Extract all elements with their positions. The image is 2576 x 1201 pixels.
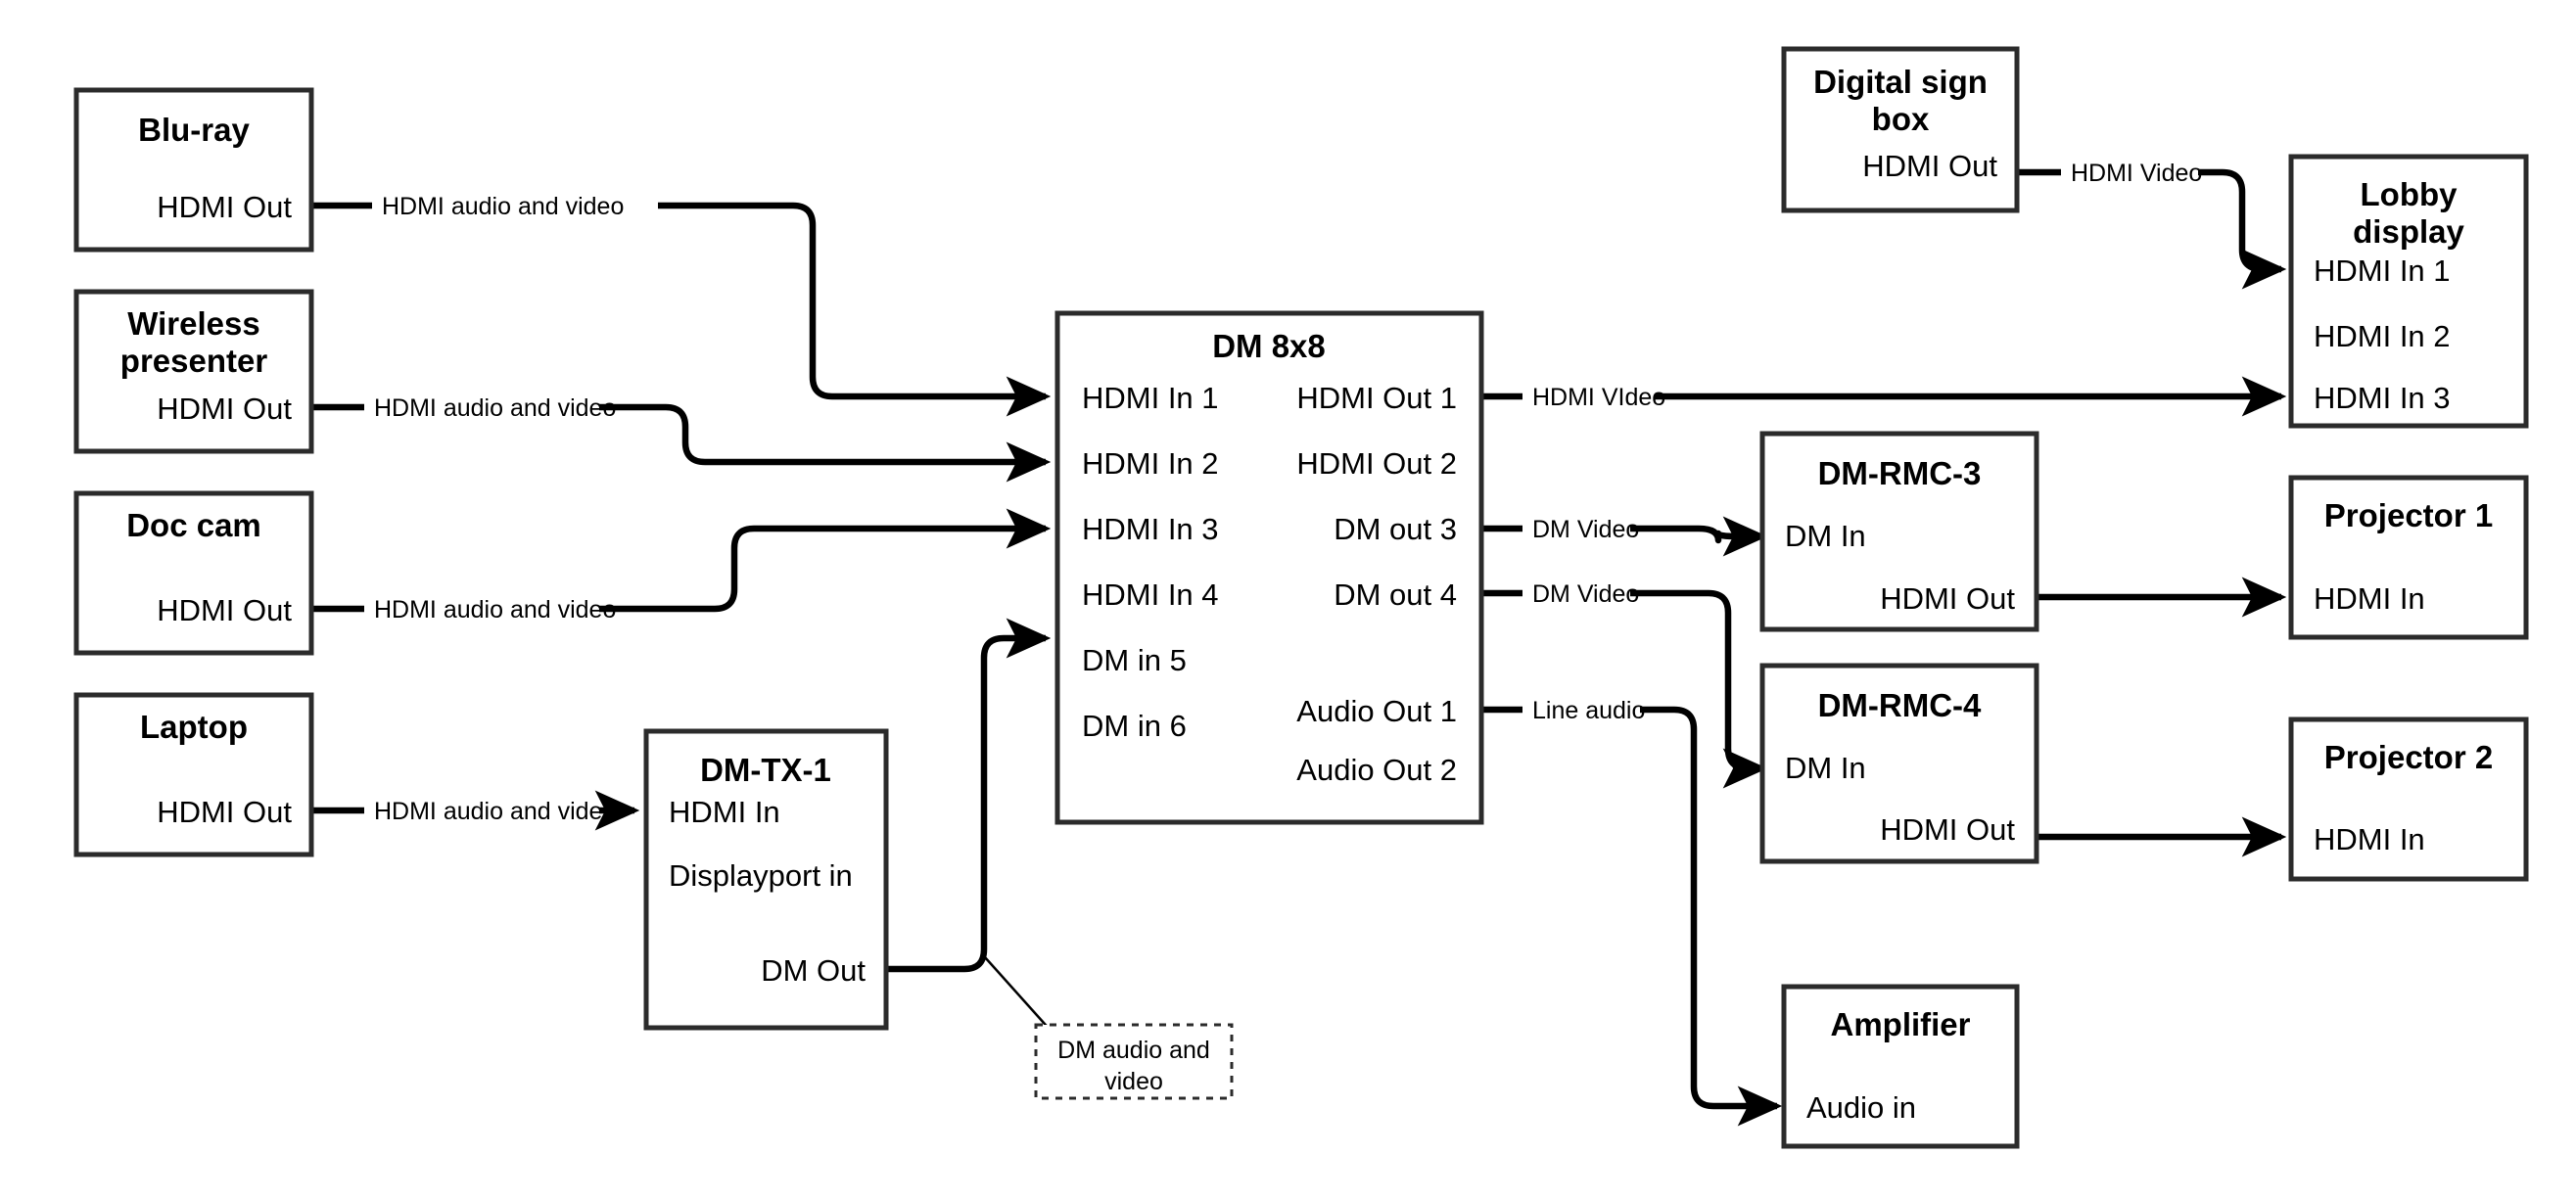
callout-line2: video [1104, 1068, 1163, 1095]
node-lobby-display[interactable]: Lobby display HDMI In 1 HDMI In 2 HDMI I… [2288, 154, 2529, 429]
port-projector1-hdmi-in: HDMI In [2314, 581, 2425, 616]
port-dm8x8-hdmi-in-3: HDMI In 3 [1082, 512, 1219, 546]
port-amplifier-audio-in: Audio in [1806, 1090, 1916, 1125]
node-title-dmrmc4: DM-RMC-4 [1818, 687, 1982, 723]
wire-label-wireless: HDMI audio and video [374, 394, 616, 422]
wire-dm-out1-to-lobby-in3: HDMI VIdeo [1481, 376, 2287, 417]
node-title-dmrmc3: DM-RMC-3 [1818, 455, 1982, 491]
wire-label-dm-out1: HDMI VIdeo [1532, 384, 1665, 411]
callout-line1: DM audio and [1057, 1037, 1210, 1064]
port-dm8x8-dm-out-3: DM out 3 [1334, 512, 1457, 546]
port-dm8x8-audio-out-1: Audio Out 1 [1296, 694, 1457, 728]
node-title-dmtx1: DM-TX-1 [700, 752, 831, 788]
node-title-bluray: Blu-ray [138, 112, 250, 148]
node-projector-2[interactable]: Projector 2 HDMI In [2288, 716, 2529, 882]
node-wireless-presenter[interactable]: Wireless presenter HDMI Out [73, 289, 314, 454]
port-dmtx1-dm-out: DM Out [761, 953, 866, 988]
wire-laptop-to-tx: HDMI audio and video [311, 790, 640, 831]
port-dmrmc4-hdmi-out: HDMI Out [1880, 812, 2015, 847]
node-title-dm8x8: DM 8x8 [1212, 328, 1326, 364]
node-title-projector1: Projector 1 [2324, 497, 2493, 533]
port-dmrmc3-dm-in: DM In [1785, 519, 1866, 553]
port-dm8x8-hdmi-out-2: HDMI Out 2 [1296, 446, 1457, 481]
node-digital-sign-box[interactable]: Digital sign box HDMI Out [1781, 46, 2020, 213]
wire-label-doccam: HDMI audio and video [374, 596, 616, 624]
node-title-sign-line2: box [1872, 101, 1930, 137]
port-wireless-hdmi-out: HDMI Out [157, 392, 292, 426]
port-lobby-hdmi-in-1: HDMI In 1 [2314, 254, 2451, 288]
port-dmrmc4-dm-in: DM In [1785, 751, 1866, 785]
port-doccam-hdmi-out: HDMI Out [157, 593, 292, 627]
node-projector-1[interactable]: Projector 1 HDMI In [2288, 475, 2529, 640]
wire-label-sign: HDMI Video [2071, 160, 2202, 187]
wire-label-audio: Line audio [1532, 697, 1645, 724]
wire-label-dm-out4: DM Video [1532, 580, 1639, 608]
port-dm8x8-dm-in-5: DM in 5 [1082, 643, 1187, 677]
port-dmtx1-hdmi-in: HDMI In [669, 795, 780, 829]
wire-audio-to-amp: Line audio [1481, 697, 1783, 1127]
wire-bluray-to-dm-in1: HDMI audio and video [311, 193, 1052, 417]
port-dm8x8-hdmi-in-4: HDMI In 4 [1082, 577, 1219, 612]
node-amplifier[interactable]: Amplifier Audio in [1781, 984, 2020, 1149]
node-dm-rmc-3[interactable]: DM-RMC-3 DM In HDMI Out [1759, 431, 2039, 632]
port-projector2-hdmi-in: HDMI In [2314, 822, 2425, 856]
port-bluray-hdmi-out: HDMI Out [157, 190, 292, 224]
wire-doccam-to-dm-in3: HDMI audio and video [311, 508, 1052, 624]
callout-dm-audio-and-video: DM audio and video [1034, 1023, 1234, 1100]
wire-dm-out4-to-rmc4: DM Video [1481, 580, 1768, 789]
node-title-projector2: Projector 2 [2324, 739, 2493, 775]
wire-label-bluray: HDMI audio and video [382, 193, 624, 220]
node-bluray[interactable]: Blu-ray HDMI Out [73, 87, 314, 253]
node-title-doccam: Doc cam [126, 507, 261, 543]
node-doc-cam[interactable]: Doc cam HDMI Out [73, 490, 314, 656]
wire-label-laptop: HDMI audio and video [374, 798, 616, 825]
node-title-laptop: Laptop [140, 709, 248, 745]
node-dm-rmc-4[interactable]: DM-RMC-4 DM In HDMI Out [1759, 663, 2039, 864]
port-dmtx1-displayport-in: Displayport in [669, 858, 853, 893]
port-dm8x8-hdmi-out-1: HDMI Out 1 [1296, 381, 1457, 415]
port-dm8x8-hdmi-in-2: HDMI In 2 [1082, 446, 1219, 481]
node-title-wireless-line2: presenter [120, 343, 268, 379]
port-dm8x8-hdmi-in-1: HDMI In 1 [1082, 381, 1219, 415]
node-title-lobby-line1: Lobby [2361, 176, 2459, 212]
port-lobby-hdmi-in-3: HDMI In 3 [2314, 381, 2451, 415]
wire-dm-out3-to-rmc3: DM Video [1481, 516, 1768, 557]
wire-sign-to-lobby-in1: HDMI Video [2017, 160, 2287, 290]
node-title-lobby-line2: display [2353, 213, 2464, 250]
wire-wireless-to-dm-in2: HDMI audio and video [311, 394, 1052, 483]
port-lobby-hdmi-in-2: HDMI In 2 [2314, 319, 2451, 353]
node-dm-8x8[interactable]: DM 8x8 HDMI In 1 HDMI In 2 HDMI In 3 HDM… [1054, 310, 1484, 825]
node-title-sign-line1: Digital sign [1813, 64, 1988, 100]
node-dm-tx-1[interactable]: DM-TX-1 HDMI In Displayport in DM Out [643, 728, 889, 1031]
wire-tx-to-dm-in5 [886, 618, 1054, 1034]
port-sign-hdmi-out: HDMI Out [1862, 149, 1997, 183]
port-dm8x8-dm-in-6: DM in 6 [1082, 709, 1187, 743]
node-title-wireless-line1: Wireless [127, 305, 259, 342]
port-dm8x8-dm-out-4: DM out 4 [1334, 577, 1457, 612]
wire-label-dm-out3: DM Video [1532, 516, 1639, 543]
port-laptop-hdmi-out: HDMI Out [157, 795, 292, 829]
port-dm8x8-audio-out-2: Audio Out 2 [1296, 753, 1457, 787]
port-dmrmc3-hdmi-out: HDMI Out [1880, 581, 2015, 616]
node-laptop[interactable]: Laptop HDMI Out [73, 692, 314, 857]
node-title-amplifier: Amplifier [1830, 1006, 1970, 1042]
